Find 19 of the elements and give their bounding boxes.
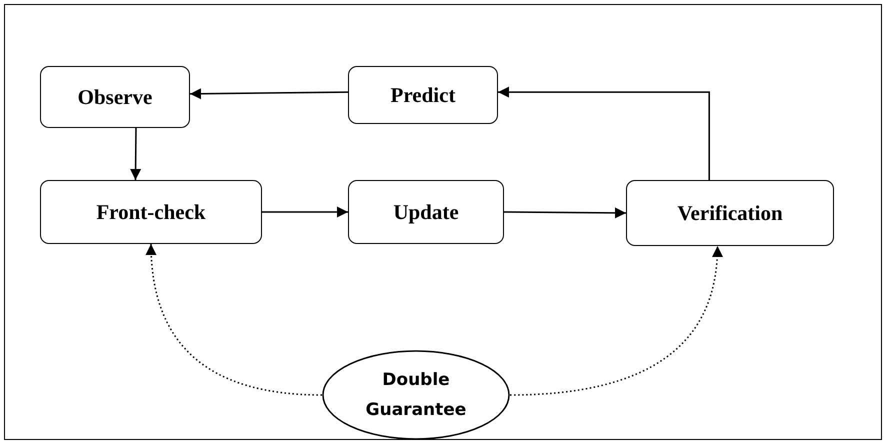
node-label: Verification bbox=[677, 200, 783, 226]
node-label: Update bbox=[393, 200, 459, 224]
dotted-arrow bbox=[146, 244, 322, 396]
arrow bbox=[262, 206, 348, 218]
node-label: Observe bbox=[78, 84, 152, 110]
node-label: Double Guarantee bbox=[364, 369, 468, 422]
arrow bbox=[130, 128, 142, 180]
node-label: Predict bbox=[390, 82, 456, 108]
process-box bbox=[40, 180, 262, 244]
ellipse-node bbox=[322, 350, 510, 440]
arrow bbox=[504, 207, 626, 218]
arrow bbox=[190, 88, 348, 100]
process-box bbox=[626, 180, 834, 246]
dotted-arrow bbox=[510, 246, 722, 396]
node-label: Front-check bbox=[96, 200, 206, 224]
process-box bbox=[348, 180, 504, 244]
process-box bbox=[40, 66, 190, 128]
arrow bbox=[498, 86, 710, 180]
process-box bbox=[348, 66, 498, 124]
